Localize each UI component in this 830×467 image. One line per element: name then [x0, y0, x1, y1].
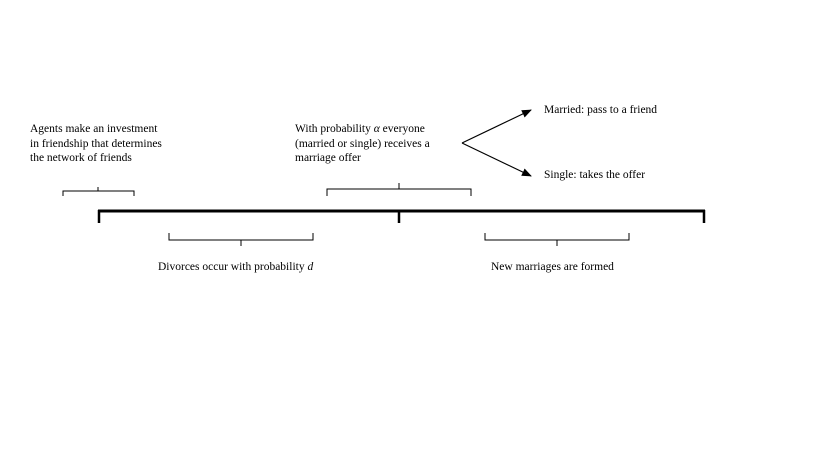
divorce-label: Divorces occur with probability d — [158, 260, 313, 275]
arrow-to-married — [461, 109, 532, 144]
offer-label-line-2: (married or single) receives a — [295, 137, 430, 150]
divorce-bracket — [168, 233, 314, 246]
divorce-label-text: Divorces occur with probability — [158, 261, 308, 273]
offer-label: With probability α everyone (married or … — [295, 122, 430, 166]
investment-label-line-3: the network of friends — [30, 152, 132, 164]
offer-bracket — [326, 183, 472, 196]
investment-label-line-2: in friendship that determines — [30, 137, 162, 150]
married-outcome-label: Married: pass to a friend — [544, 104, 658, 116]
new-marriages-label: New marriages are formed — [491, 261, 614, 273]
divorce-probability-variable: d — [307, 261, 314, 273]
offer-probability-variable: α — [373, 123, 380, 135]
new-marriages-bracket — [484, 233, 630, 246]
investment-label: Agents make an investment in friendship … — [30, 122, 162, 166]
investment-bracket — [62, 187, 135, 196]
offer-label-line-3: marriage offer — [295, 152, 361, 164]
investment-label-line-1: Agents make an investment — [30, 123, 158, 135]
arrow-to-single — [461, 142, 532, 177]
single-outcome-label: Single: takes the offer — [544, 169, 646, 181]
offer-label-line-1-pre: With probability — [295, 123, 374, 135]
offer-label-line-1-post: everyone — [379, 123, 425, 135]
offer-label-line-1: With probability α everyone — [295, 122, 430, 137]
